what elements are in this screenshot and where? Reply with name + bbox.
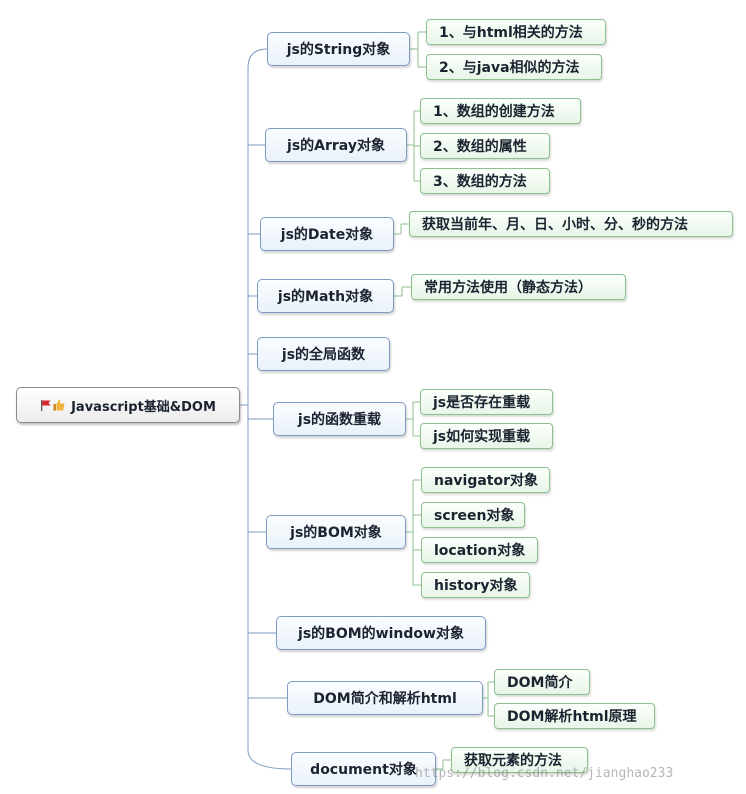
root-node[interactable]: Javascript基础&DOM [16, 387, 240, 423]
subnode-label: js如何实现重载 [433, 429, 531, 445]
subnode-label: 获取当前年、月、日、小时、分、秒的方法 [422, 217, 688, 233]
branch-label: js的Array对象 [287, 138, 385, 154]
flag-icon [41, 399, 51, 411]
subnode-label: 2、与java相似的方法 [439, 60, 580, 76]
branch-label: js的BOM对象 [290, 525, 382, 541]
subnode-array-create[interactable]: 1、数组的创建方法 [420, 98, 581, 124]
subnode-label: location对象 [434, 543, 526, 559]
branch-date-object[interactable]: js的Date对象 [260, 217, 394, 251]
branch-label: js的全局函数 [281, 347, 366, 363]
subnode-dom-intro[interactable]: DOM简介 [494, 669, 590, 695]
branch-document-object[interactable]: document对象 [291, 752, 436, 786]
subnode-label: 获取元素的方法 [464, 753, 562, 769]
root-icons [40, 399, 65, 411]
subnode-label: navigator对象 [434, 473, 539, 489]
branch-bom-window-object[interactable]: js的BOM的window对象 [276, 616, 486, 650]
branch-label: js的函数重载 [297, 412, 382, 428]
subnode-label: DOM简介 [507, 675, 573, 691]
subnode-label: 常用方法使用（静态方法） [424, 280, 592, 296]
subnode-screen-object[interactable]: screen对象 [421, 502, 525, 528]
subnode-overload-implement[interactable]: js如何实现重载 [420, 423, 553, 449]
branch-label: js的Date对象 [280, 227, 374, 243]
subnode-label: 3、数组的方法 [433, 174, 527, 190]
subnode-overload-exists[interactable]: js是否存在重载 [420, 389, 553, 415]
watermark: https://blog.csdn.net/jianghao233 [415, 766, 674, 781]
branch-label: js的BOM的window对象 [298, 626, 464, 642]
subnode-label: 1、与html相关的方法 [439, 25, 583, 41]
subnode-array-methods[interactable]: 3、数组的方法 [420, 168, 550, 194]
branch-function-overload[interactable]: js的函数重载 [273, 402, 406, 436]
subnode-label: js是否存在重载 [433, 395, 531, 411]
branch-string-object[interactable]: js的String对象 [267, 32, 410, 66]
thumbs-up-icon [53, 399, 65, 411]
root-label: Javascript基础&DOM [71, 399, 216, 415]
branch-label: js的String对象 [286, 42, 391, 58]
branch-math-object[interactable]: js的Math对象 [257, 279, 394, 313]
branch-array-object[interactable]: js的Array对象 [265, 128, 407, 162]
subnode-navigator-object[interactable]: navigator对象 [421, 467, 550, 493]
branch-bom-object[interactable]: js的BOM对象 [266, 515, 406, 549]
subnode-array-properties[interactable]: 2、数组的属性 [420, 133, 550, 159]
subnode-get-element-methods[interactable]: 获取元素的方法 [451, 747, 588, 773]
branch-label: js的Math对象 [277, 289, 374, 305]
subnode-label: 2、数组的属性 [433, 139, 527, 155]
branch-label: document对象 [310, 762, 417, 778]
branch-label: DOM简介和解析html [313, 691, 457, 707]
subnode-label: screen对象 [434, 508, 515, 524]
subnode-java-similar-methods[interactable]: 2、与java相似的方法 [426, 54, 602, 80]
subnode-dom-parse-principle[interactable]: DOM解析html原理 [494, 703, 655, 729]
subnode-history-object[interactable]: history对象 [421, 572, 530, 598]
subnode-html-methods[interactable]: 1、与html相关的方法 [426, 19, 606, 45]
branch-dom-intro[interactable]: DOM简介和解析html [287, 681, 483, 715]
subnode-label: DOM解析html原理 [507, 709, 637, 725]
subnode-label: 1、数组的创建方法 [433, 104, 555, 120]
subnode-math-static-methods[interactable]: 常用方法使用（静态方法） [411, 274, 626, 300]
subnode-label: history对象 [434, 578, 518, 594]
subnode-date-methods[interactable]: 获取当前年、月、日、小时、分、秒的方法 [409, 211, 733, 237]
branch-global-functions[interactable]: js的全局函数 [257, 337, 390, 371]
subnode-location-object[interactable]: location对象 [421, 537, 538, 563]
